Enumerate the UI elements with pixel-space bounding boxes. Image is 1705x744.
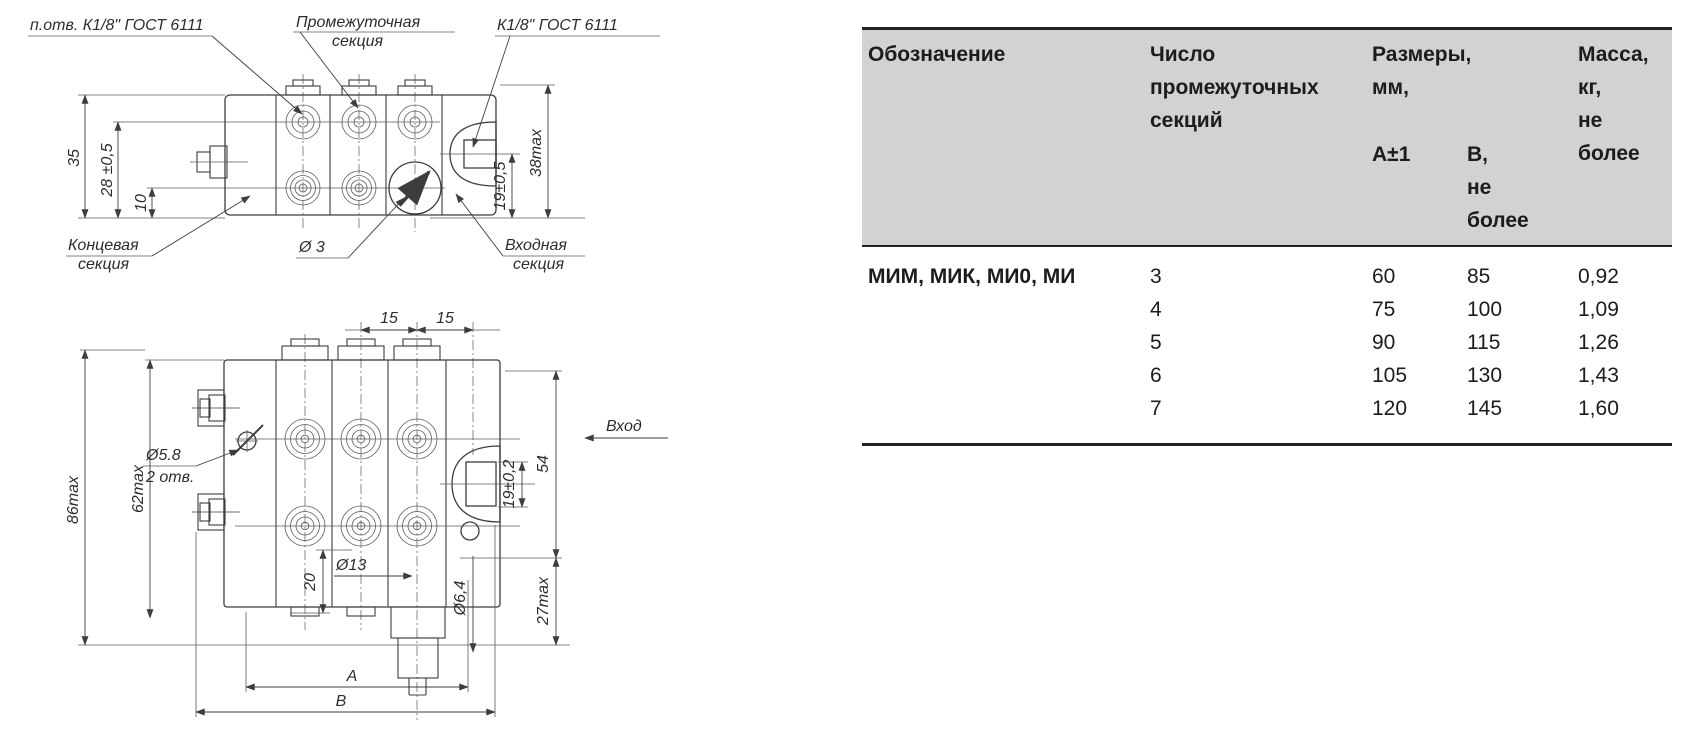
bottom-view-dimensions-left: 86max 62max Ø5.8 2 отв.: [65, 349, 570, 646]
header-designation: Обозначение: [868, 43, 1006, 66]
label-intermediate-section-line2: секция: [332, 33, 384, 50]
cell-a: 75: [1372, 298, 1396, 321]
mounting-lug: [191, 493, 241, 531]
header-mass: Масса, кг, не более: [1578, 43, 1649, 165]
cell-b: 130: [1467, 364, 1503, 387]
cell-b: 85: [1467, 265, 1491, 288]
top-view-callouts: п.отв. К1/8" ГОСТ 6111 Промежуточная сек…: [28, 14, 660, 273]
cell-b: 145: [1467, 397, 1503, 420]
bottom-view-centerlines: [235, 322, 520, 720]
dim-A: A: [346, 668, 358, 685]
cell-b: 115: [1467, 331, 1501, 354]
bottom-view-dimensions-top: 15 15: [345, 310, 500, 334]
dim-19-05: 19±0,5: [492, 161, 509, 210]
header-dim-b: В, не более: [1467, 143, 1529, 232]
dim-27max: 27max: [535, 576, 552, 626]
dim-86max: 86max: [65, 475, 82, 524]
cell-a: 120: [1372, 397, 1408, 420]
spec-table-body: МИМ, МИК, МИ0, МИ 3 60 85 0,92 4 75 100 …: [862, 247, 1672, 446]
bottom-view-dimensions-bottom: 20 Ø13 Ø6,4 A B: [195, 525, 496, 717]
technical-drawing: 35 28 ±0,5 10 19±0,5 38max п.отв. К1/8" …: [28, 14, 668, 720]
designation-value: МИМ, МИК, МИ0, МИ: [868, 265, 1076, 288]
cell-sections: 6: [1150, 364, 1162, 387]
cell-sections: 5: [1150, 331, 1162, 354]
table-row: 4 75 100 1,09: [862, 293, 1672, 326]
cell-sections: 3: [1150, 265, 1162, 288]
label-hole-diameter: Ø5.8: [145, 447, 181, 464]
dim-38max: 38max: [528, 128, 545, 177]
adjuster-circle: [388, 161, 442, 215]
cell-sections: 7: [1150, 397, 1162, 420]
dim-6-4: Ø6,4: [452, 581, 469, 617]
table-row: МИМ, МИК, МИ0, МИ 3 60 85 0,92: [862, 260, 1672, 293]
dim-62max: 62max: [130, 464, 147, 513]
top-view-dimensions-left: 35 28 ±0,5 10: [66, 94, 225, 219]
spec-table-header: Обозначение Число промежуточных секций Р…: [862, 27, 1672, 247]
label-diameter-3: Ø 3: [298, 239, 325, 256]
cell-a: 60: [1372, 265, 1396, 288]
top-view-body: [190, 79, 497, 216]
cell-mass: 1,43: [1578, 364, 1619, 387]
side-fitting: [190, 145, 248, 179]
cell-b: 100: [1467, 298, 1503, 321]
top-view: 35 28 ±0,5 10 19±0,5 38max п.отв. К1/8" …: [28, 14, 660, 273]
cell-mass: 1,60: [1578, 397, 1619, 420]
dim-13: Ø13: [335, 557, 366, 574]
bottom-view-body: [191, 338, 535, 696]
label-inlet-section-line2: секция: [513, 256, 565, 273]
label-end-section-line2: секция: [78, 256, 130, 273]
table-row: 7 120 145 1,60: [862, 392, 1672, 425]
cell-mass: 1,26: [1578, 331, 1619, 354]
label-intermediate-section-line1: Промежуточная: [296, 14, 421, 31]
header-dim-a: А±1: [1372, 143, 1411, 166]
mounting-lug: [191, 389, 241, 427]
dim-19-02: 19±0,2: [501, 459, 518, 508]
table-row: 6 105 130 1,43: [862, 359, 1672, 392]
cell-a: 105: [1372, 364, 1408, 387]
dim-10: 10: [133, 194, 150, 212]
dim-54: 54: [535, 455, 552, 473]
label-inlet-section-line1: Входная: [505, 237, 567, 254]
dim-35: 35: [66, 149, 83, 167]
header-sizes: Размеры, мм,: [1372, 43, 1472, 99]
header-sections-count: Число промежуточных секций: [1150, 43, 1319, 132]
dim-B: B: [336, 693, 347, 710]
dim-15-left: 15: [380, 310, 398, 327]
cell-a: 90: [1372, 331, 1396, 354]
dim-20: 20: [302, 573, 319, 592]
label-inlet-arrow: Вход: [606, 418, 642, 435]
dim-15-right: 15: [436, 310, 454, 327]
dim-28: 28 ±0,5: [99, 143, 116, 197]
cell-mass: 0,92: [1578, 265, 1619, 288]
label-hole-count: 2 отв.: [145, 469, 194, 486]
bottom-view-dimensions-right: 19±0,2 54 27max Вход: [460, 370, 668, 646]
spec-table: Обозначение Число промежуточных секций Р…: [862, 27, 1672, 446]
bottom-outlet-fitting: [390, 606, 446, 696]
top-view-dimensions-right: 19±0,5 38max: [430, 84, 585, 219]
label-thread-right: К1/8" ГОСТ 6111: [497, 17, 618, 34]
cell-mass: 1,09: [1578, 298, 1619, 321]
label-end-section-line1: Концевая: [68, 237, 139, 254]
top-view-centerlines: [113, 74, 520, 232]
bottom-view: 15 15 86max 62max Ø5.8 2 отв.: [65, 310, 668, 720]
inlet-port-hatched: [449, 121, 497, 187]
table-row: 5 90 115 1,26: [862, 326, 1672, 359]
cell-sections: 4: [1150, 298, 1162, 321]
label-port-thread: п.отв. К1/8" ГОСТ 6111: [30, 17, 204, 34]
